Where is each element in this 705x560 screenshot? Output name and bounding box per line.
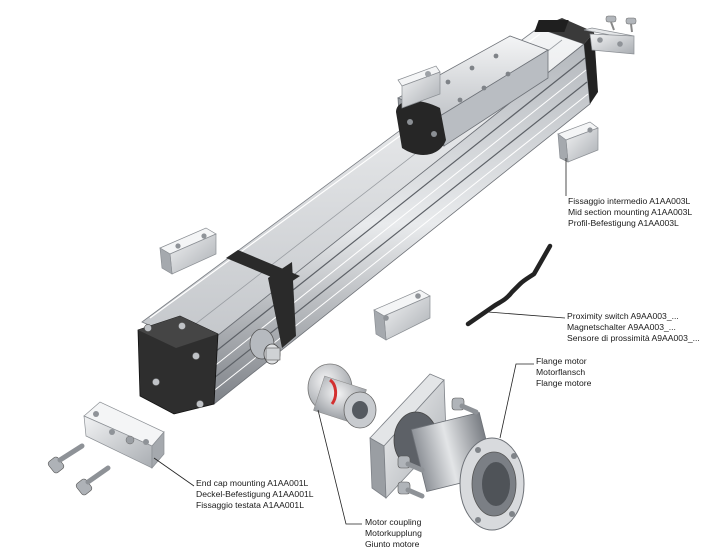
mounting-block-center — [373, 289, 431, 341]
leader-coupling — [317, 409, 362, 525]
end-cap-screws — [47, 443, 111, 496]
carriage — [396, 35, 549, 155]
callout-line: Flange motor — [536, 356, 587, 366]
leader-proximity — [487, 311, 566, 319]
end-cap-mounting-block — [83, 401, 165, 469]
front-end-cap — [137, 315, 219, 415]
mounting-block-left — [159, 227, 217, 275]
top-screws — [605, 15, 637, 33]
mid-section-mounting-block — [557, 121, 599, 163]
callout-flange-motor: Flange motor Motorflansch Flange motore — [536, 356, 591, 390]
callout-end-cap-mounting: End cap mounting A1AA001L Deckel-Befesti… — [196, 478, 314, 512]
callout-line: Motorkupplung — [365, 528, 422, 539]
callout-line: Giunto motore — [365, 539, 420, 550]
callout-line: Flange motore — [536, 378, 592, 389]
callout-line: Mid section mounting A1AA003L — [568, 207, 693, 218]
callout-line: Profil-Befestigung A1AA003L — [568, 218, 679, 229]
flange-screws — [397, 397, 479, 499]
flange-motor — [369, 373, 525, 531]
leader-endcap — [153, 457, 195, 487]
callout-proximity-switch: Proximity switch A9AA003_... Magnetschal… — [567, 311, 700, 345]
callout-line: Sensore di prossimità A9AA003_... — [567, 333, 700, 344]
callout-motor-coupling: Motor coupling Motorkupplung Giunto moto… — [365, 517, 422, 551]
callout-line: Motor coupling — [365, 517, 422, 527]
mounting-block-top-right — [583, 27, 635, 55]
callout-line: Fissaggio testata A1AA001L — [196, 500, 304, 511]
drive-shaft — [249, 328, 281, 365]
rear-end-cap — [534, 18, 598, 104]
mounting-block-top-left — [397, 65, 441, 109]
callout-mid-section-mounting: Fissaggio intermedio A1AA003L Mid sectio… — [568, 196, 692, 230]
callout-line: End cap mounting A1AA001L — [196, 478, 309, 488]
callout-line: Magnetschalter A9AA003_... — [567, 322, 676, 333]
motor-coupling — [307, 363, 377, 429]
leader-lines — [153, 158, 567, 525]
proximity-switch — [465, 243, 553, 327]
callout-line: Fissaggio intermedio A1AA003L — [568, 196, 691, 206]
callout-line: Motorflansch — [536, 367, 586, 378]
callout-line: Deckel-Befestigung A1AA001L — [196, 489, 314, 500]
leader-flange — [499, 363, 534, 439]
callout-line: Proximity switch A9AA003_... — [567, 311, 679, 321]
